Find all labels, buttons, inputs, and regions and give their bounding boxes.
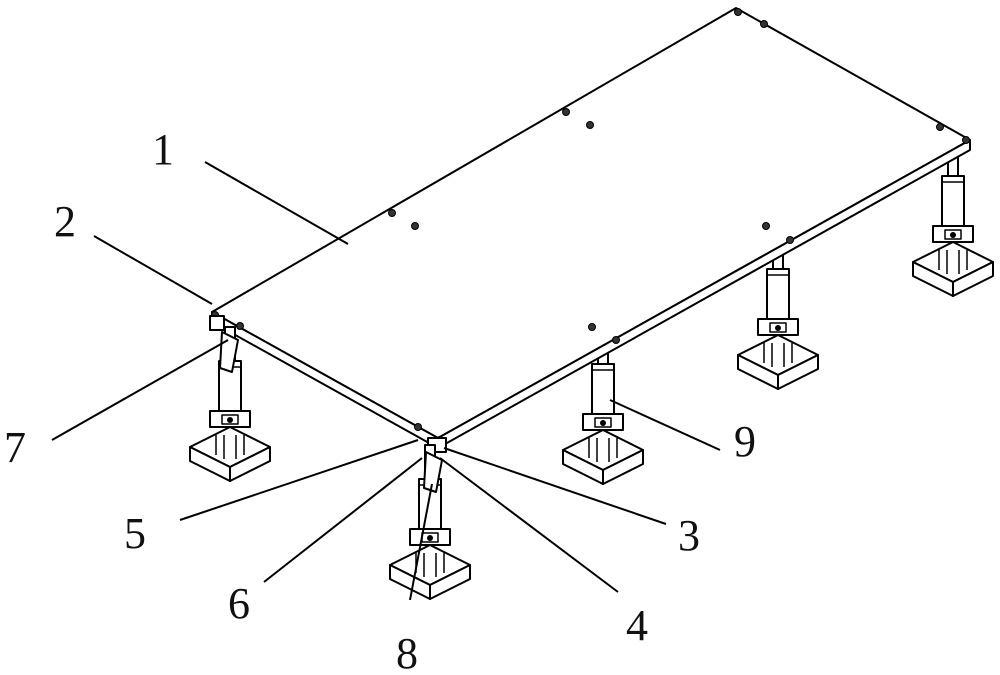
label-1: 1 <box>152 125 174 174</box>
label-6: 6 <box>228 579 250 628</box>
label-2: 2 <box>54 197 76 246</box>
label-4: 4 <box>626 601 648 650</box>
corner-bracket-left <box>209 315 225 331</box>
label-8: 8 <box>396 629 418 675</box>
plate-bolts <box>211 8 970 444</box>
label-7: 7 <box>4 423 26 472</box>
label-5: 5 <box>124 509 146 558</box>
label-9: 9 <box>734 417 756 466</box>
leader-lines <box>51 161 721 601</box>
label-3: 3 <box>678 511 700 560</box>
